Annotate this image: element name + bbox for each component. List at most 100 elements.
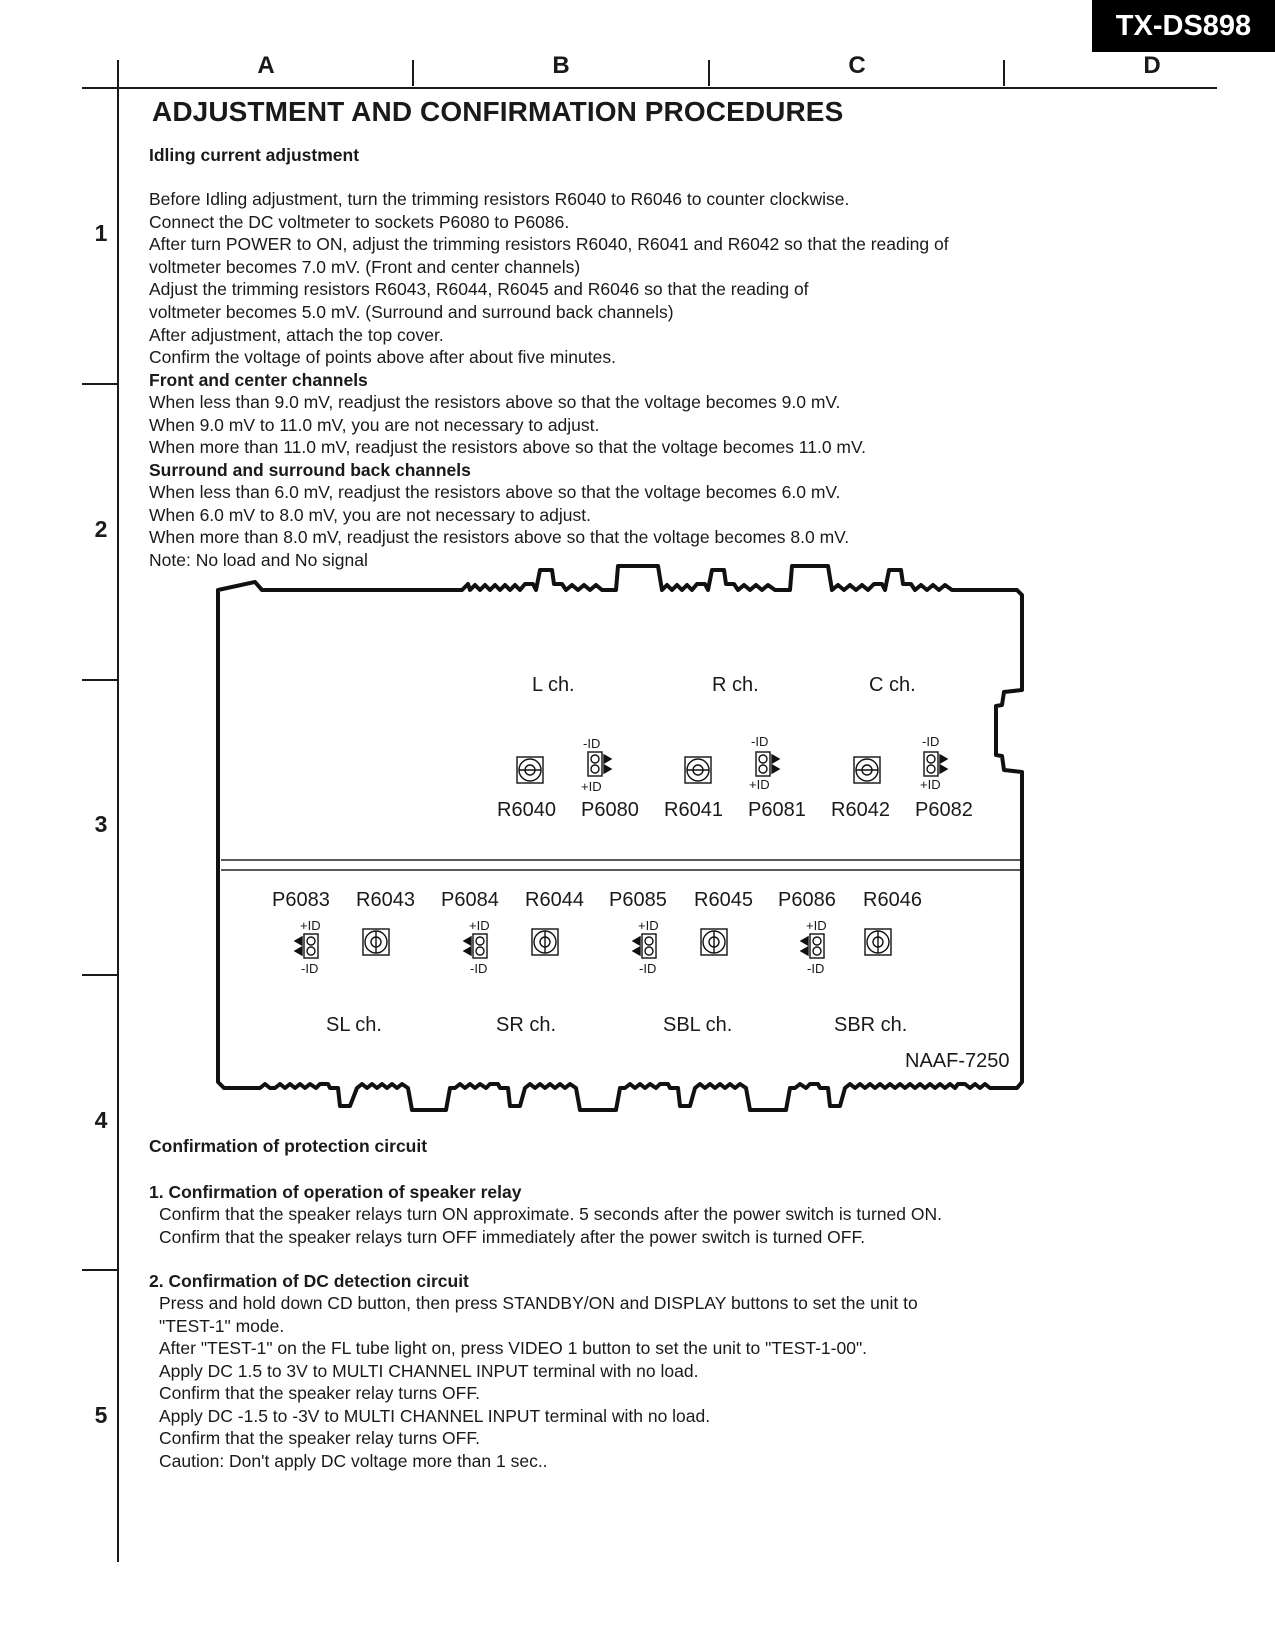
polarity-minus: -ID xyxy=(922,734,940,749)
socket-p6085 xyxy=(631,933,657,959)
polarity-plus: +ID xyxy=(920,777,941,792)
polarity-plus: +ID xyxy=(581,779,602,794)
trimmer-r6046 xyxy=(864,928,892,956)
text-line: When more than 8.0 mV, readjust the resi… xyxy=(149,527,850,547)
trimmer-r6041 xyxy=(684,756,712,784)
subsection-heading: 1. Confirmation of operation of speaker … xyxy=(149,1182,522,1202)
text-line: When less than 9.0 mV, readjust the resi… xyxy=(149,392,841,412)
polarity-plus: +ID xyxy=(749,777,770,792)
trimmer-r6045 xyxy=(700,928,728,956)
grid-row-tick xyxy=(82,974,118,976)
text-line: Confirm that the speaker relays turn OFF… xyxy=(159,1227,866,1247)
text-line: When 9.0 mV to 11.0 mV, you are not nece… xyxy=(149,415,600,435)
channel-label-r: R ch. xyxy=(712,674,759,696)
text-line: voltmeter becomes 5.0 mV. (Surround and … xyxy=(149,302,674,322)
text-line: Apply DC 1.5 to 3V to MULTI CHANNEL INPU… xyxy=(159,1361,699,1381)
channel-label-sr: SR ch. xyxy=(496,1014,557,1036)
section-heading: Confirmation of protection circuit xyxy=(149,1136,428,1156)
text-line: "TEST-1" mode. xyxy=(159,1316,285,1336)
text-line: Connect the DC voltmeter to sockets P608… xyxy=(149,212,570,232)
grid-col-divider xyxy=(412,60,414,86)
socket-p6081 xyxy=(755,751,781,777)
part-label: P6080 xyxy=(581,799,639,821)
grid-col-divider xyxy=(1003,60,1005,86)
part-label: P6085 xyxy=(609,889,667,911)
polarity-minus: -ID xyxy=(583,736,601,751)
channel-label-l: L ch. xyxy=(532,674,575,696)
grid-row-label: 5 xyxy=(94,1402,108,1428)
part-label: P6086 xyxy=(778,889,836,911)
polarity-minus: -ID xyxy=(751,734,769,749)
part-label: P6083 xyxy=(272,889,330,911)
grid-row-label: 1 xyxy=(94,220,108,246)
polarity-minus: -ID xyxy=(639,961,657,976)
text-line: Confirm that the speaker relay turns OFF… xyxy=(159,1383,480,1403)
part-label: P6084 xyxy=(441,889,499,911)
channel-label-c: C ch. xyxy=(869,674,916,696)
grid-left-rule xyxy=(117,60,119,1562)
grid-row-tick xyxy=(82,1269,118,1271)
text-line: When more than 11.0 mV, readjust the res… xyxy=(149,437,866,457)
model-badge: TX-DS898 xyxy=(1092,0,1275,52)
part-label: P6082 xyxy=(915,799,973,821)
part-label: R6040 xyxy=(497,799,556,821)
grid-row-label: 2 xyxy=(94,516,108,542)
text-line: After turn POWER to ON, adjust the trimm… xyxy=(149,234,949,254)
trimmer-r6040 xyxy=(516,756,544,784)
polarity-minus: -ID xyxy=(807,961,825,976)
part-label: R6041 xyxy=(664,799,723,821)
text-line: Press and hold down CD button, then pres… xyxy=(159,1293,918,1313)
text-line: After "TEST-1" on the FL tube light on, … xyxy=(159,1338,868,1358)
socket-p6082 xyxy=(923,751,949,777)
grid-col-divider xyxy=(708,60,710,86)
channel-label-sl: SL ch. xyxy=(326,1014,382,1036)
socket-p6086 xyxy=(799,933,825,959)
text-line: After adjustment, attach the top cover. xyxy=(149,325,444,345)
grid-column-label: D xyxy=(1143,52,1161,79)
text-line: Adjust the trimming resistors R6043, R60… xyxy=(149,279,809,299)
text-line: voltmeter becomes 7.0 mV. (Front and cen… xyxy=(149,257,581,277)
socket-p6084 xyxy=(462,933,488,959)
channel-label-sbr: SBR ch. xyxy=(834,1014,908,1036)
grid-row-label: 4 xyxy=(94,1107,108,1133)
trimmer-r6043 xyxy=(362,928,390,956)
subsection-heading: 2. Confirmation of DC detection circuit xyxy=(149,1271,469,1291)
polarity-plus: +ID xyxy=(469,918,490,933)
text-line: Confirm the voltage of points above afte… xyxy=(149,347,616,367)
section-heading: Idling current adjustment xyxy=(149,145,360,165)
polarity-minus: -ID xyxy=(301,961,319,976)
text-line: Apply DC -1.5 to -3V to MULTI CHANNEL IN… xyxy=(159,1406,711,1426)
trimmer-r6042 xyxy=(853,756,881,784)
text-line: When less than 6.0 mV, readjust the resi… xyxy=(149,482,841,502)
part-label: R6043 xyxy=(356,889,415,911)
trimmer-r6044 xyxy=(531,928,559,956)
socket-p6083 xyxy=(293,933,319,959)
grid-top-rule xyxy=(82,87,1217,89)
polarity-minus: -ID xyxy=(470,961,488,976)
channel-label-sbl: SBL ch. xyxy=(663,1014,733,1036)
subsection-heading: Front and center channels xyxy=(149,370,368,390)
part-label: R6044 xyxy=(525,889,584,911)
part-label: P6081 xyxy=(748,799,806,821)
polarity-plus: +ID xyxy=(300,918,321,933)
note: Note: No load and No signal xyxy=(149,550,368,570)
page-title: ADJUSTMENT AND CONFIRMATION PROCEDURES xyxy=(152,96,844,127)
text-line: Before Idling adjustment, turn the trimm… xyxy=(149,189,850,209)
text-line: Confirm that the speaker relay turns OFF… xyxy=(159,1428,480,1448)
grid-row-tick xyxy=(82,679,118,681)
grid-column-label: A xyxy=(257,52,275,79)
subsection-heading: Surround and surround back channels xyxy=(149,460,471,480)
text-line: Caution: Don't apply DC voltage more tha… xyxy=(159,1451,548,1471)
text-line: When 6.0 mV to 8.0 mV, you are not neces… xyxy=(149,505,591,525)
part-label: R6046 xyxy=(863,889,922,911)
text-line: Confirm that the speaker relays turn ON … xyxy=(159,1204,942,1224)
grid-column-label: C xyxy=(848,52,866,79)
part-label: R6045 xyxy=(694,889,753,911)
part-label: R6042 xyxy=(831,799,890,821)
board-id: NAAF-7250 xyxy=(905,1050,1010,1072)
grid-row-label: 3 xyxy=(94,811,108,837)
socket-p6080 xyxy=(587,751,613,777)
grid-row-tick xyxy=(82,383,118,385)
polarity-plus: +ID xyxy=(638,918,659,933)
